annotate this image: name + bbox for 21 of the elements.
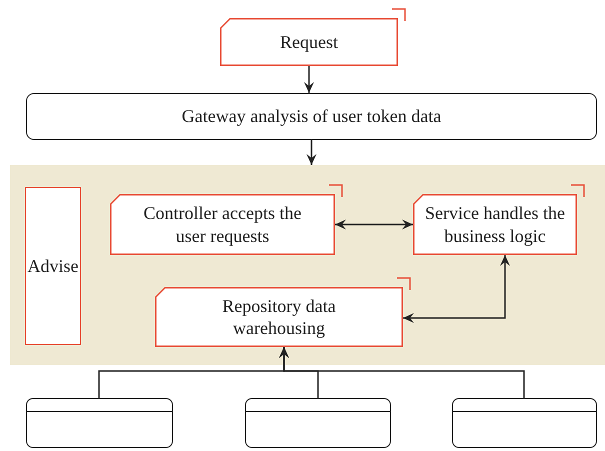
process-box (110, 194, 335, 255)
connector-arrow (403, 255, 510, 323)
process-box (25, 187, 81, 345)
node-text: Gateway analysis of user token data (182, 105, 442, 128)
connector-arrow (279, 347, 525, 398)
connector-arrow (306, 140, 316, 165)
connector-arrow (304, 66, 314, 93)
connector-arrow (335, 220, 413, 230)
process-box (155, 287, 403, 347)
process-box (26, 93, 597, 140)
process-box (413, 194, 577, 255)
node-text: Advise (28, 254, 78, 278)
node-text: Repository data warehousing (221, 294, 337, 340)
node-text: Request (280, 30, 338, 54)
node-text: Service handles the business logic (424, 202, 566, 247)
node-text: Controller accepts the user requests (142, 202, 302, 247)
layer-band (10, 165, 605, 365)
database-box (245, 398, 391, 448)
database-box (452, 398, 597, 448)
process-box (220, 18, 398, 66)
database-box (26, 398, 173, 448)
